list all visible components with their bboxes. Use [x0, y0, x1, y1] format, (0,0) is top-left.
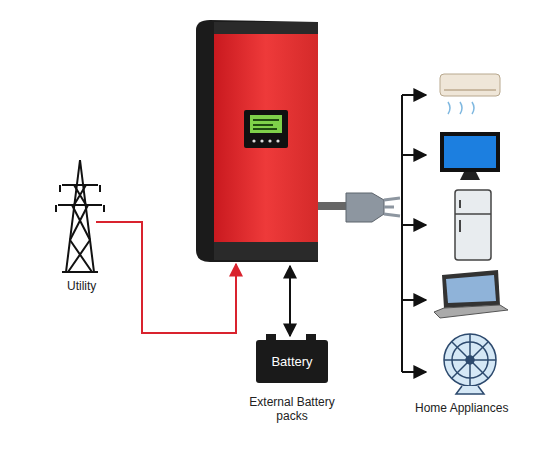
laptop-icon [434, 270, 508, 318]
pylon-symbol [56, 160, 104, 272]
battery-box: BatteryExternal Battery packs [256, 340, 328, 383]
utility-label: Utility [67, 279, 96, 293]
appliance-bus [402, 95, 426, 372]
battery-wire [289, 266, 291, 336]
appliances-label: Home Appliances [415, 401, 508, 415]
fridge-icon [455, 190, 491, 260]
box-text: Battery [271, 354, 312, 369]
air-conditioner-icon [440, 74, 500, 114]
tv-icon [440, 132, 500, 180]
fan-icon [444, 334, 496, 394]
inverter [196, 20, 318, 262]
box-caption: External Battery packs [237, 395, 347, 423]
ac-plug [318, 193, 400, 222]
